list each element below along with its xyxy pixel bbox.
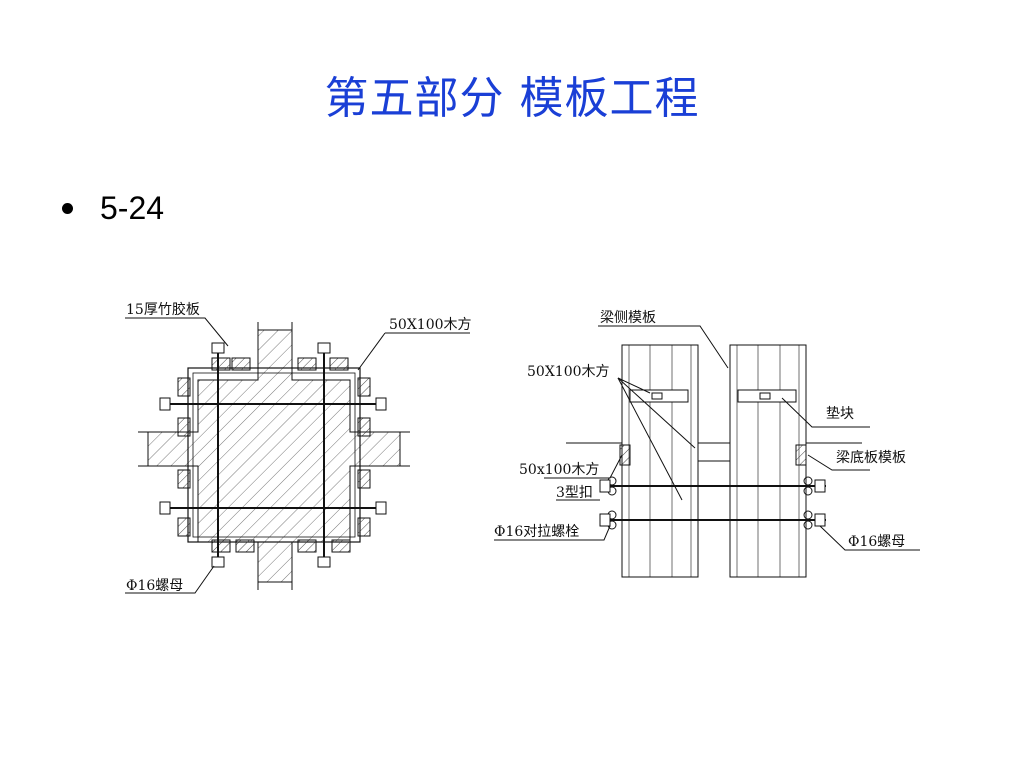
bullet-item: 5-24 [62, 190, 164, 227]
label-timber-lower: 50x100木方 [519, 462, 599, 478]
label-tie-bolt: Φ16对拉螺栓 [494, 524, 579, 540]
bullet-text: 5-24 [100, 190, 165, 226]
label-beam-bottom: 梁底板模板 [836, 450, 906, 466]
label-spacer: 垫块 [826, 406, 854, 422]
label-nut-left: Φ16螺母 [126, 578, 183, 594]
bullet-dot-icon [62, 203, 73, 214]
column-formwork-plan [125, 317, 470, 594]
beam-formwork-section [494, 325, 920, 578]
slide-title: 第五部分 模板工程 [324, 73, 700, 124]
label-timber-upper: 50X100木方 [527, 364, 610, 380]
label-timber-left: 50X100木方 [389, 317, 472, 333]
label-beam-side: 梁侧模板 [600, 310, 656, 326]
label-plywood: 15厚竹胶板 [126, 301, 200, 318]
label-nut-right: Φ16螺母 [848, 534, 905, 550]
label-clip: 3型扣 [556, 485, 593, 501]
